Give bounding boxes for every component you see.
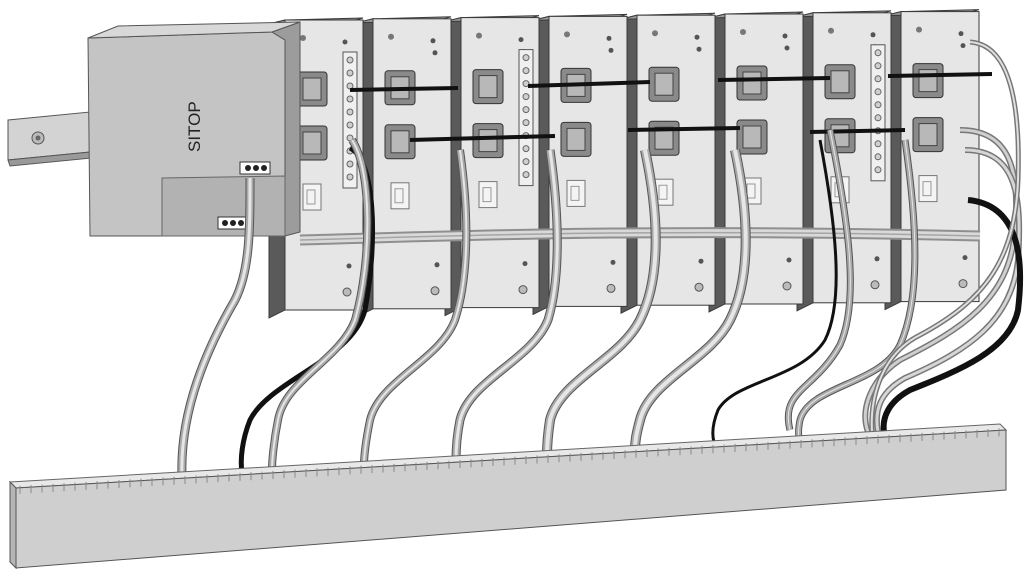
led-icon — [784, 45, 790, 51]
io-module — [708, 11, 804, 313]
screw-icon — [870, 280, 880, 290]
led-icon — [430, 38, 436, 44]
sitop-label: SITOP — [185, 101, 204, 152]
screw-icon — [564, 31, 570, 38]
screw-icon — [342, 287, 352, 297]
sitop-terminal-bottom — [217, 216, 249, 230]
cable-highlight — [363, 149, 468, 466]
led-icon — [694, 34, 700, 40]
cable-highlight — [454, 149, 559, 461]
screw-icon — [300, 35, 306, 41]
cable-highlight — [180, 177, 252, 477]
screw-icon — [694, 282, 704, 292]
sitop-terminal-top — [239, 161, 271, 175]
io-module — [884, 9, 980, 311]
screw-icon — [346, 263, 352, 269]
screw-icon — [610, 259, 616, 265]
screw-icon — [740, 29, 746, 35]
cable-highlight — [633, 149, 748, 451]
cable — [711, 139, 838, 443]
io-module — [532, 13, 628, 316]
cable-highlight — [271, 139, 369, 471]
screw-icon — [828, 27, 834, 34]
io-module — [620, 12, 716, 315]
led-icon — [782, 33, 788, 39]
screw-icon — [430, 286, 440, 296]
led-icon — [342, 39, 348, 45]
screw-icon — [958, 279, 968, 289]
label-slot — [566, 179, 586, 207]
led-icon — [432, 50, 438, 56]
screw-icon — [874, 256, 880, 262]
cable-highlight — [787, 129, 851, 431]
screw-icon — [782, 281, 792, 291]
screw-icon — [698, 258, 704, 264]
cable-highlight — [545, 149, 658, 456]
label-slot — [390, 182, 410, 210]
screw-icon — [786, 257, 792, 263]
duct-slots — [19, 428, 1000, 494]
sitop-power-supply: SITOP — [87, 21, 301, 237]
led-icon — [958, 31, 964, 37]
led-icon — [606, 35, 612, 41]
module-rack — [268, 9, 980, 319]
screw-icon — [476, 32, 482, 39]
screw-icon — [962, 255, 968, 261]
led-icon — [870, 32, 876, 38]
cable-duct — [8, 423, 1008, 570]
led-icon — [608, 47, 614, 53]
led-icon — [696, 46, 702, 52]
label-slot — [302, 183, 322, 211]
screw-icon — [434, 262, 440, 268]
cable-highlight — [798, 139, 916, 441]
label-slot — [478, 181, 498, 209]
screw-icon — [522, 261, 528, 267]
din-rail — [7, 111, 93, 167]
led-icon — [518, 37, 524, 43]
led-icon — [960, 43, 966, 49]
screw-icon — [388, 33, 394, 40]
screw-icon — [916, 26, 922, 33]
screw-icon — [652, 30, 658, 37]
label-slot — [918, 175, 938, 203]
screw-icon — [606, 283, 616, 293]
io-module — [796, 10, 892, 312]
right-loop-cables — [862, 39, 1024, 434]
black-jumpers — [349, 72, 993, 142]
screw-icon — [518, 285, 528, 295]
cable-set — [177, 129, 919, 477]
